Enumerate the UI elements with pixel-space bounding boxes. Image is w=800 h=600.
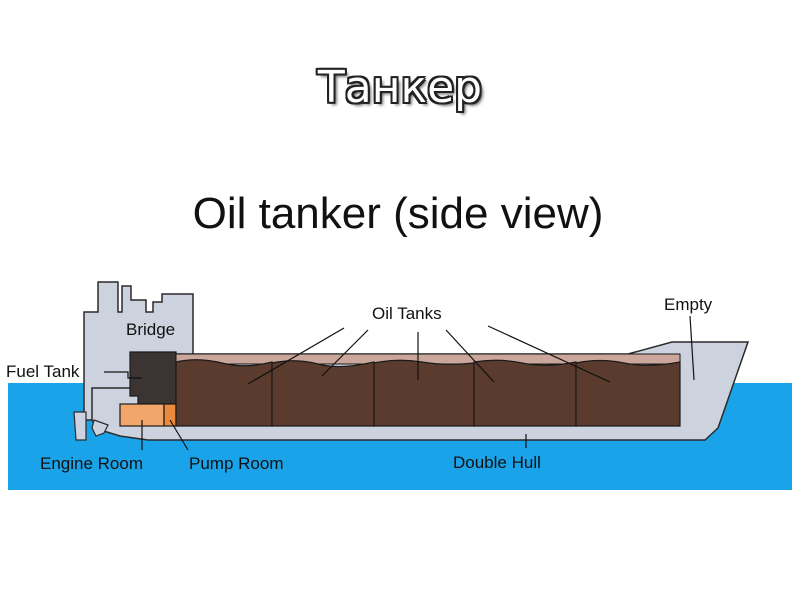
leader-lines <box>104 315 695 451</box>
leader-empty <box>689 315 695 381</box>
leader-pump-room <box>169 419 189 451</box>
leader-oil-tank-2 <box>321 329 369 377</box>
label-fuel-tank: Fuel Tank <box>6 362 80 381</box>
oil-tank-1 <box>175 359 273 427</box>
leader-fuel-tank <box>104 371 142 379</box>
label-oil-tanks: Oil Tanks <box>372 304 442 323</box>
label-bridge: Bridge <box>126 320 175 339</box>
oil-tank-5 <box>575 359 681 427</box>
label-pump-room: Pump Room <box>189 454 283 473</box>
leader-oil-tank-5 <box>487 325 611 383</box>
oil-tank-4 <box>473 359 577 427</box>
propeller <box>91 419 109 437</box>
leader-oil-tank-1 <box>247 327 345 385</box>
pump-room <box>163 403 177 427</box>
oil-tank-2 <box>271 360 375 427</box>
oil-tank-3 <box>373 359 475 427</box>
label-double-hull: Double Hull <box>453 453 541 472</box>
slide-title: Танкер <box>317 62 483 113</box>
rudder <box>73 411 87 441</box>
oil-tanks <box>175 359 681 427</box>
leader-oil-tank-4 <box>445 329 495 383</box>
label-engine-room: Engine Room <box>40 454 143 473</box>
diagram-title: Oil tanker (side view) <box>193 189 604 238</box>
label-empty: Empty <box>664 295 713 314</box>
